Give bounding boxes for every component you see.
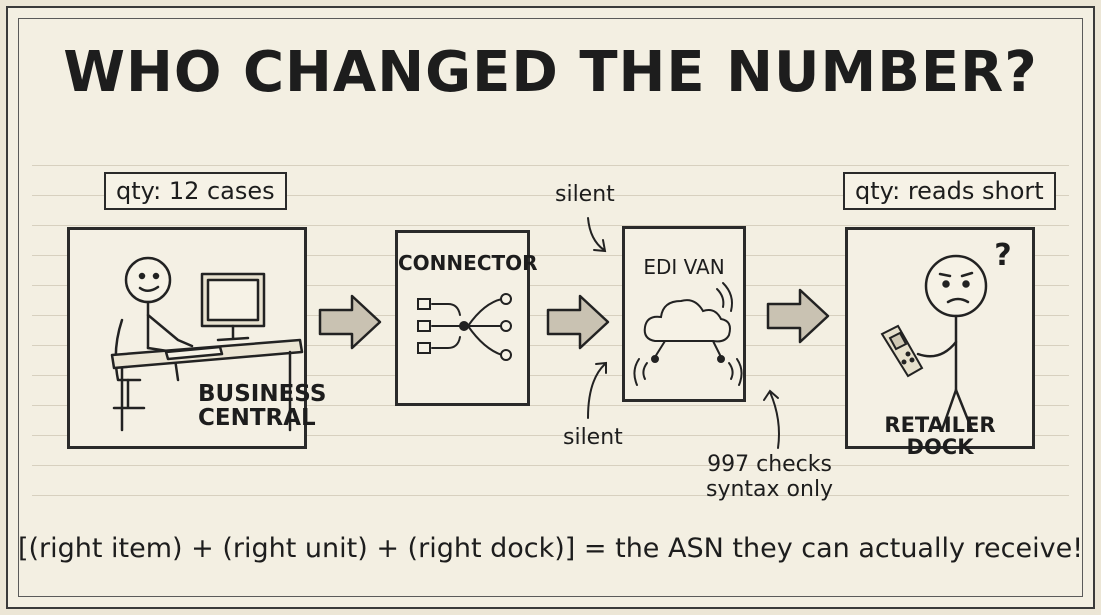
panel-retailer-dock: ? RETAILER DOCK (845, 227, 1035, 458)
confused-person-icon (880, 254, 988, 432)
silent-bottom-pointer-icon (587, 363, 606, 419)
label-retailer-dock: RETAILER DOCK (884, 413, 996, 460)
flow-arrow-icon (546, 294, 610, 350)
ruled-line (32, 255, 1069, 256)
panel-edi-van: EDI VAN (622, 226, 746, 402)
silent-top-pointer-icon (587, 217, 605, 251)
flow-arrow-icon (766, 288, 830, 344)
qty-tag-business-central: qty: 12 cases (104, 172, 287, 210)
whiteboard-inner-border (18, 18, 1083, 597)
label-edi-van: EDI VAN (643, 255, 725, 279)
label-business-central: BUSINESS CENTRAL (198, 381, 327, 432)
label-connector: CONNECTOR (398, 251, 538, 275)
panel-business-central: BUSINESS CENTRAL (67, 227, 327, 449)
panel-connector: CONNECTOR (395, 230, 538, 406)
ruled-line (32, 225, 1069, 226)
cloud-icon (633, 282, 743, 386)
label-line: BUSINESS (198, 381, 327, 407)
flow-arrow-icon (318, 294, 382, 350)
checks-pointer-icon (769, 391, 780, 449)
ruled-line (32, 405, 1069, 406)
ruled-line (32, 345, 1069, 346)
person-at-computer-icon (110, 256, 304, 432)
note-line: syntax only (706, 477, 834, 503)
ruled-line (32, 465, 1069, 466)
ruled-line (32, 285, 1069, 286)
asn-formula: [(right item) + (right unit) + (right do… (17, 533, 1084, 564)
ruled-line (32, 375, 1069, 376)
connector-network-icon (417, 293, 512, 361)
ruled-line (32, 495, 1069, 496)
note-silent-bottom: silent (563, 425, 623, 450)
note-997-checks: 997 checks syntax only (706, 452, 833, 503)
note-silent-top: silent (555, 182, 615, 207)
handheld-scanner-icon (880, 324, 924, 378)
ruled-line (32, 165, 1069, 166)
qty-tag-retailer-dock: qty: reads short (843, 172, 1056, 210)
diagram-title: WHO CHANGED THE NUMBER? (63, 40, 1038, 105)
note-line: 997 checks (707, 452, 832, 477)
question-mark: ? (994, 238, 1012, 273)
ruled-line (32, 195, 1069, 196)
label-line: CENTRAL (198, 405, 316, 432)
ruled-line (32, 435, 1069, 436)
